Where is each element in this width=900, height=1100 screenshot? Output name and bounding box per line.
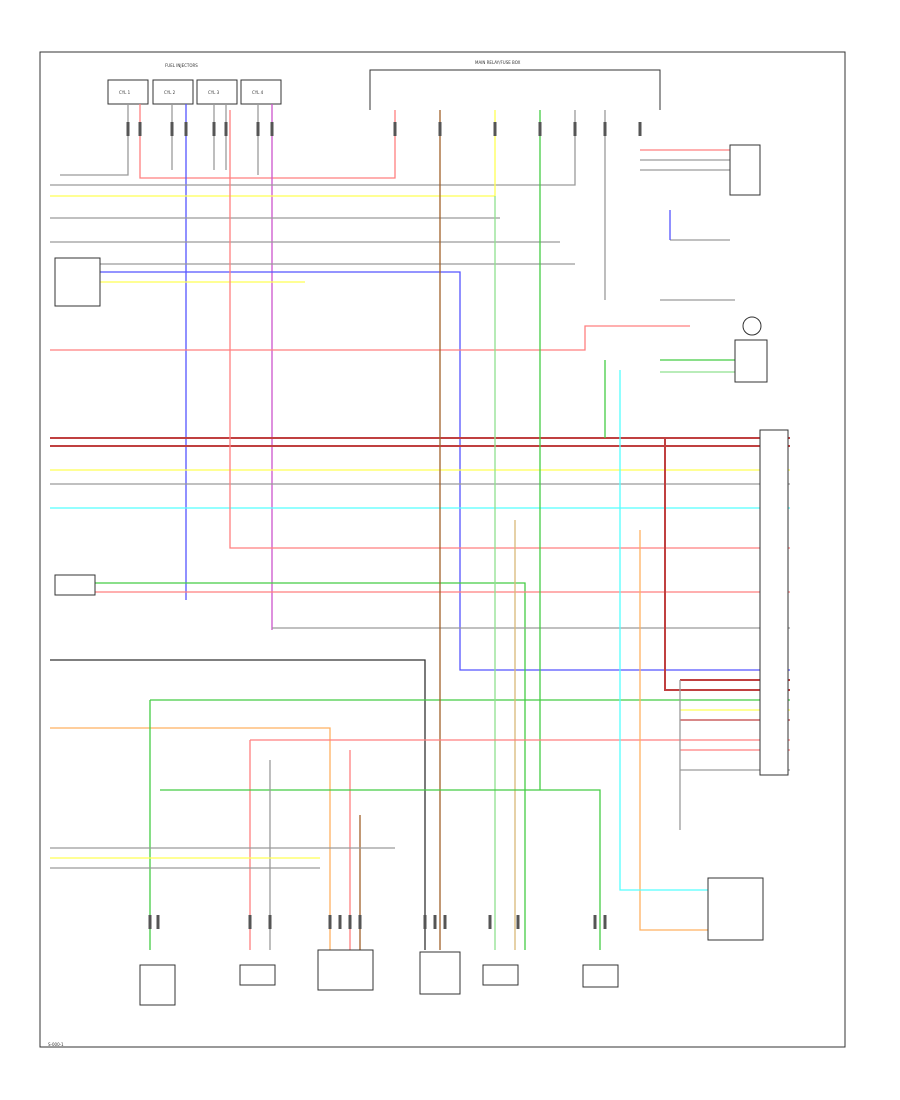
connector-pin-17 (248, 915, 252, 929)
connector-pin-4 (212, 122, 216, 136)
connector-pin-24 (433, 915, 437, 929)
injector-3: CYL 3 (196, 79, 238, 105)
fuse-box-bracket (369, 69, 661, 110)
wire-0 (60, 104, 129, 176)
indicator-lamp (742, 316, 762, 336)
wire-13 (100, 271, 790, 671)
connector-pin-13 (603, 122, 607, 136)
connector-pin-2 (170, 122, 174, 136)
wire-43 (619, 370, 708, 891)
connector-pin-20 (338, 915, 342, 929)
wire-1 (139, 104, 396, 179)
connectors-layer (126, 122, 642, 929)
wire-21 (229, 110, 790, 549)
connector-pin-11 (538, 122, 542, 136)
control-module-right-side (759, 429, 789, 776)
connector-pin-23 (423, 915, 427, 929)
wire-52 (664, 438, 790, 691)
sensor-component-right (734, 339, 768, 383)
connector-pin-18 (268, 915, 272, 929)
connector-pin-15 (148, 915, 152, 929)
connector-pin-14 (638, 122, 642, 136)
connector-pin-26 (488, 915, 492, 929)
connector-pin-16 (156, 915, 160, 929)
connector-pin-19 (328, 915, 332, 929)
diagram-frame (39, 51, 846, 1048)
injector-1: CYL 1 (107, 79, 149, 105)
connector-pin-28 (593, 915, 597, 929)
svg-text:CYL 4: CYL 4 (252, 90, 264, 95)
injector-2: CYL 2 (152, 79, 194, 105)
svg-text:CYL 3: CYL 3 (208, 90, 220, 95)
main-relay-label: MAIN RELAY/FUSE BOX (475, 60, 521, 65)
bottom-component-4 (419, 951, 461, 995)
connector-pin-25 (443, 915, 447, 929)
bottom-component-6 (582, 964, 619, 988)
connector-pin-29 (603, 915, 607, 929)
connector-pin-5 (224, 122, 228, 136)
shift-lock-connector-left (54, 257, 101, 307)
connector-pin-1 (138, 122, 142, 136)
connector-pin-9 (438, 122, 442, 136)
connector-pin-10 (493, 122, 497, 136)
connector-pin-6 (256, 122, 260, 136)
bottom-component-5 (482, 964, 519, 986)
wires-layer (50, 104, 790, 950)
connector-pin-3 (184, 122, 188, 136)
bottom-component-3 (317, 949, 374, 991)
connector-pin-7 (270, 122, 274, 136)
wire-15 (50, 325, 690, 351)
switch-component-right-1 (729, 144, 761, 196)
injector-4: CYL 4 (240, 79, 282, 105)
connector-pin-8 (393, 122, 397, 136)
connector-pin-21 (348, 915, 352, 929)
connector-pin-22 (358, 915, 362, 929)
connector-pin-0 (126, 122, 130, 136)
wire-36 (160, 789, 601, 950)
wire-25 (50, 659, 426, 950)
vehicle-speed-sensor-box (707, 877, 764, 941)
fuel-injectors-label: FUEL INJECTORS (165, 63, 198, 68)
bottom-component-2 (239, 964, 276, 986)
wire-42 (639, 530, 708, 931)
connector-pin-12 (573, 122, 577, 136)
svg-text:CYL 1: CYL 1 (119, 90, 131, 95)
wire-8 (50, 110, 576, 186)
small-connector-left (54, 574, 96, 596)
svg-text:CYL 2: CYL 2 (164, 90, 176, 95)
connector-pin-27 (516, 915, 520, 929)
footer-code: S-000-1 (48, 1042, 64, 1047)
wire-26 (50, 727, 331, 950)
wire-22 (95, 582, 526, 950)
bottom-component-1 (139, 964, 176, 1006)
